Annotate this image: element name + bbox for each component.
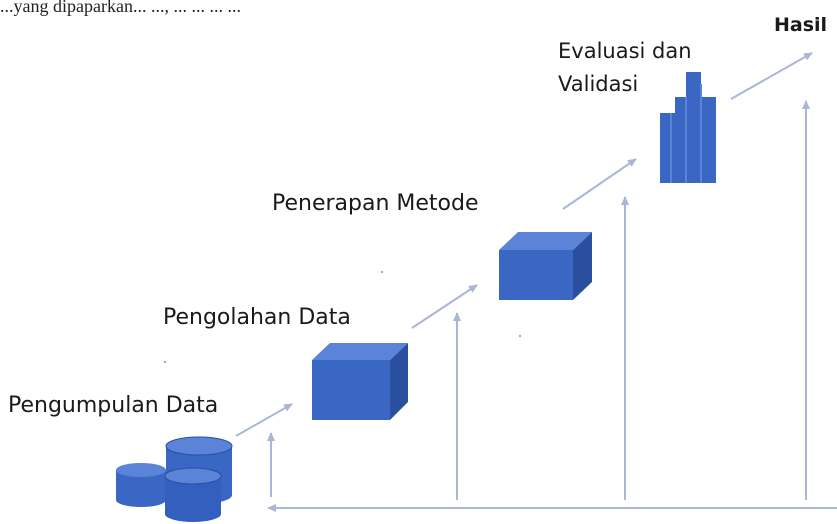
hasil-arrow-icon (730, 52, 813, 100)
label-penerapan-metode: Penerapan Metode (272, 191, 479, 216)
speck (519, 335, 521, 337)
label-evaluasi-line1: Evaluasi dan (558, 39, 692, 63)
step-arrow-1 (235, 403, 293, 437)
database-cylinders-icon (116, 436, 233, 522)
bar-chart-icon (660, 72, 716, 183)
label-evaluasi-line2: Validasi (558, 72, 639, 96)
step-arrow-3 (562, 158, 637, 210)
label-evaluasi-validasi: Evaluasi dan Validasi (558, 35, 692, 101)
speck (381, 271, 383, 273)
label-hasil: Hasil (774, 14, 828, 36)
speck (164, 361, 166, 363)
label-pengolahan-data: Pengolahan Data (163, 305, 351, 330)
label-pengumpulan-data: Pengumpulan Data (8, 393, 219, 418)
step-arrow-2 (411, 284, 478, 329)
top-caption: ...yang dipaparkan... ..., ... ... ... .… (0, 0, 241, 16)
cube-icon-penerapan (499, 232, 592, 300)
cube-icon-pengolahan (312, 343, 408, 420)
